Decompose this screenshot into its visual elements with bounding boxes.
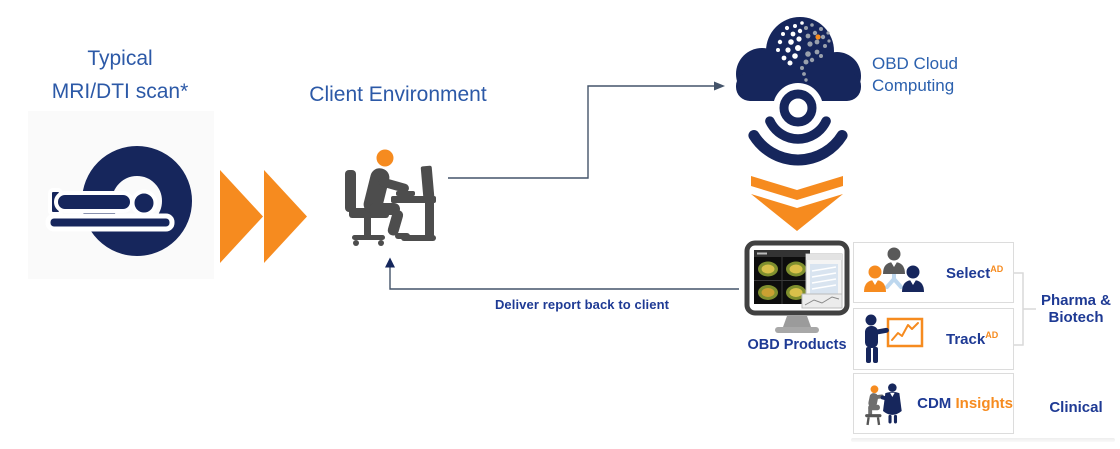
chart-window bbox=[801, 293, 843, 309]
brain-scan-thumbnails bbox=[758, 261, 806, 300]
doctor-figure bbox=[880, 382, 902, 423]
fast-forward-icon bbox=[220, 170, 307, 263]
monitor-base bbox=[775, 327, 819, 333]
product-box-select: SelectAD bbox=[853, 242, 1014, 303]
pharma-bracket bbox=[1014, 272, 1036, 346]
scan-window bbox=[754, 250, 810, 304]
cloud-computing-icon bbox=[736, 17, 861, 166]
obd-products-label: OBD Products bbox=[747, 337, 847, 353]
product-accent: Insights bbox=[955, 395, 1013, 412]
product-label-cdm: CDM Insights bbox=[917, 395, 1013, 412]
pharma-line1: Pharma & bbox=[1040, 292, 1112, 309]
seated-person bbox=[363, 149, 410, 239]
person-navy bbox=[902, 265, 924, 292]
team-people-icon bbox=[864, 247, 924, 292]
client-environment-title: Client Environment bbox=[309, 83, 487, 106]
scan-title-line2: MRI/DTI scan* bbox=[51, 80, 189, 103]
pharma-biotech-label: Pharma & Biotech bbox=[1030, 292, 1120, 326]
pharma-line2: Biotech bbox=[1048, 309, 1104, 326]
product-name: CDM bbox=[917, 395, 952, 412]
scan-title: Typical MRI/DTI scan* bbox=[15, 42, 225, 108]
mri-patient bbox=[54, 189, 158, 217]
page-edge-shadow bbox=[851, 438, 1115, 442]
person-gray bbox=[883, 247, 905, 274]
product-name: Select bbox=[946, 264, 991, 282]
double-down-arrow-icon bbox=[751, 176, 843, 231]
person-at-desk-icon bbox=[345, 149, 436, 246]
person-orange bbox=[864, 265, 886, 292]
wifi-signal-icon bbox=[748, 83, 848, 166]
scan-title-line1: Typical bbox=[87, 47, 153, 70]
arrowhead-right-icon bbox=[714, 81, 725, 91]
presenter-person bbox=[865, 314, 889, 363]
cloud-title-line1: OBD Cloud bbox=[872, 54, 958, 73]
product-superscript: AD bbox=[985, 330, 999, 340]
clinical-label: Clinical bbox=[1049, 399, 1103, 416]
desk-and-monitor bbox=[391, 165, 436, 241]
report-window bbox=[805, 253, 843, 301]
doctor-patient-icon bbox=[865, 382, 902, 425]
presenter-chart-icon bbox=[865, 314, 924, 363]
product-name: Track bbox=[946, 331, 986, 348]
client-to-cloud-connector bbox=[448, 85, 715, 179]
orange-dot bbox=[815, 34, 821, 40]
monitor-stand bbox=[783, 316, 811, 327]
mri-scanner-icon bbox=[45, 146, 192, 256]
whiteboard bbox=[886, 317, 924, 348]
deliver-report-label: Deliver report back to client bbox=[494, 297, 670, 312]
cloud-title-line2: Computing bbox=[872, 76, 955, 95]
cloud-title: OBD Cloud Computing bbox=[872, 53, 982, 97]
brain-dots bbox=[776, 21, 831, 82]
person-head bbox=[376, 149, 394, 167]
product-superscript: AD bbox=[990, 263, 1004, 274]
product-label-track: TrackAD bbox=[946, 330, 998, 348]
arrowhead-up-icon bbox=[385, 257, 395, 268]
product-label-select: SelectAD bbox=[946, 264, 1003, 282]
stool bbox=[865, 413, 882, 425]
product-box-track: TrackAD bbox=[853, 308, 1014, 370]
product-box-cdm: CDM Insights bbox=[853, 373, 1014, 434]
monitor-brain-scans-icon bbox=[744, 240, 850, 333]
patient-figure bbox=[868, 384, 884, 416]
deliver-report-connector bbox=[389, 267, 739, 290]
